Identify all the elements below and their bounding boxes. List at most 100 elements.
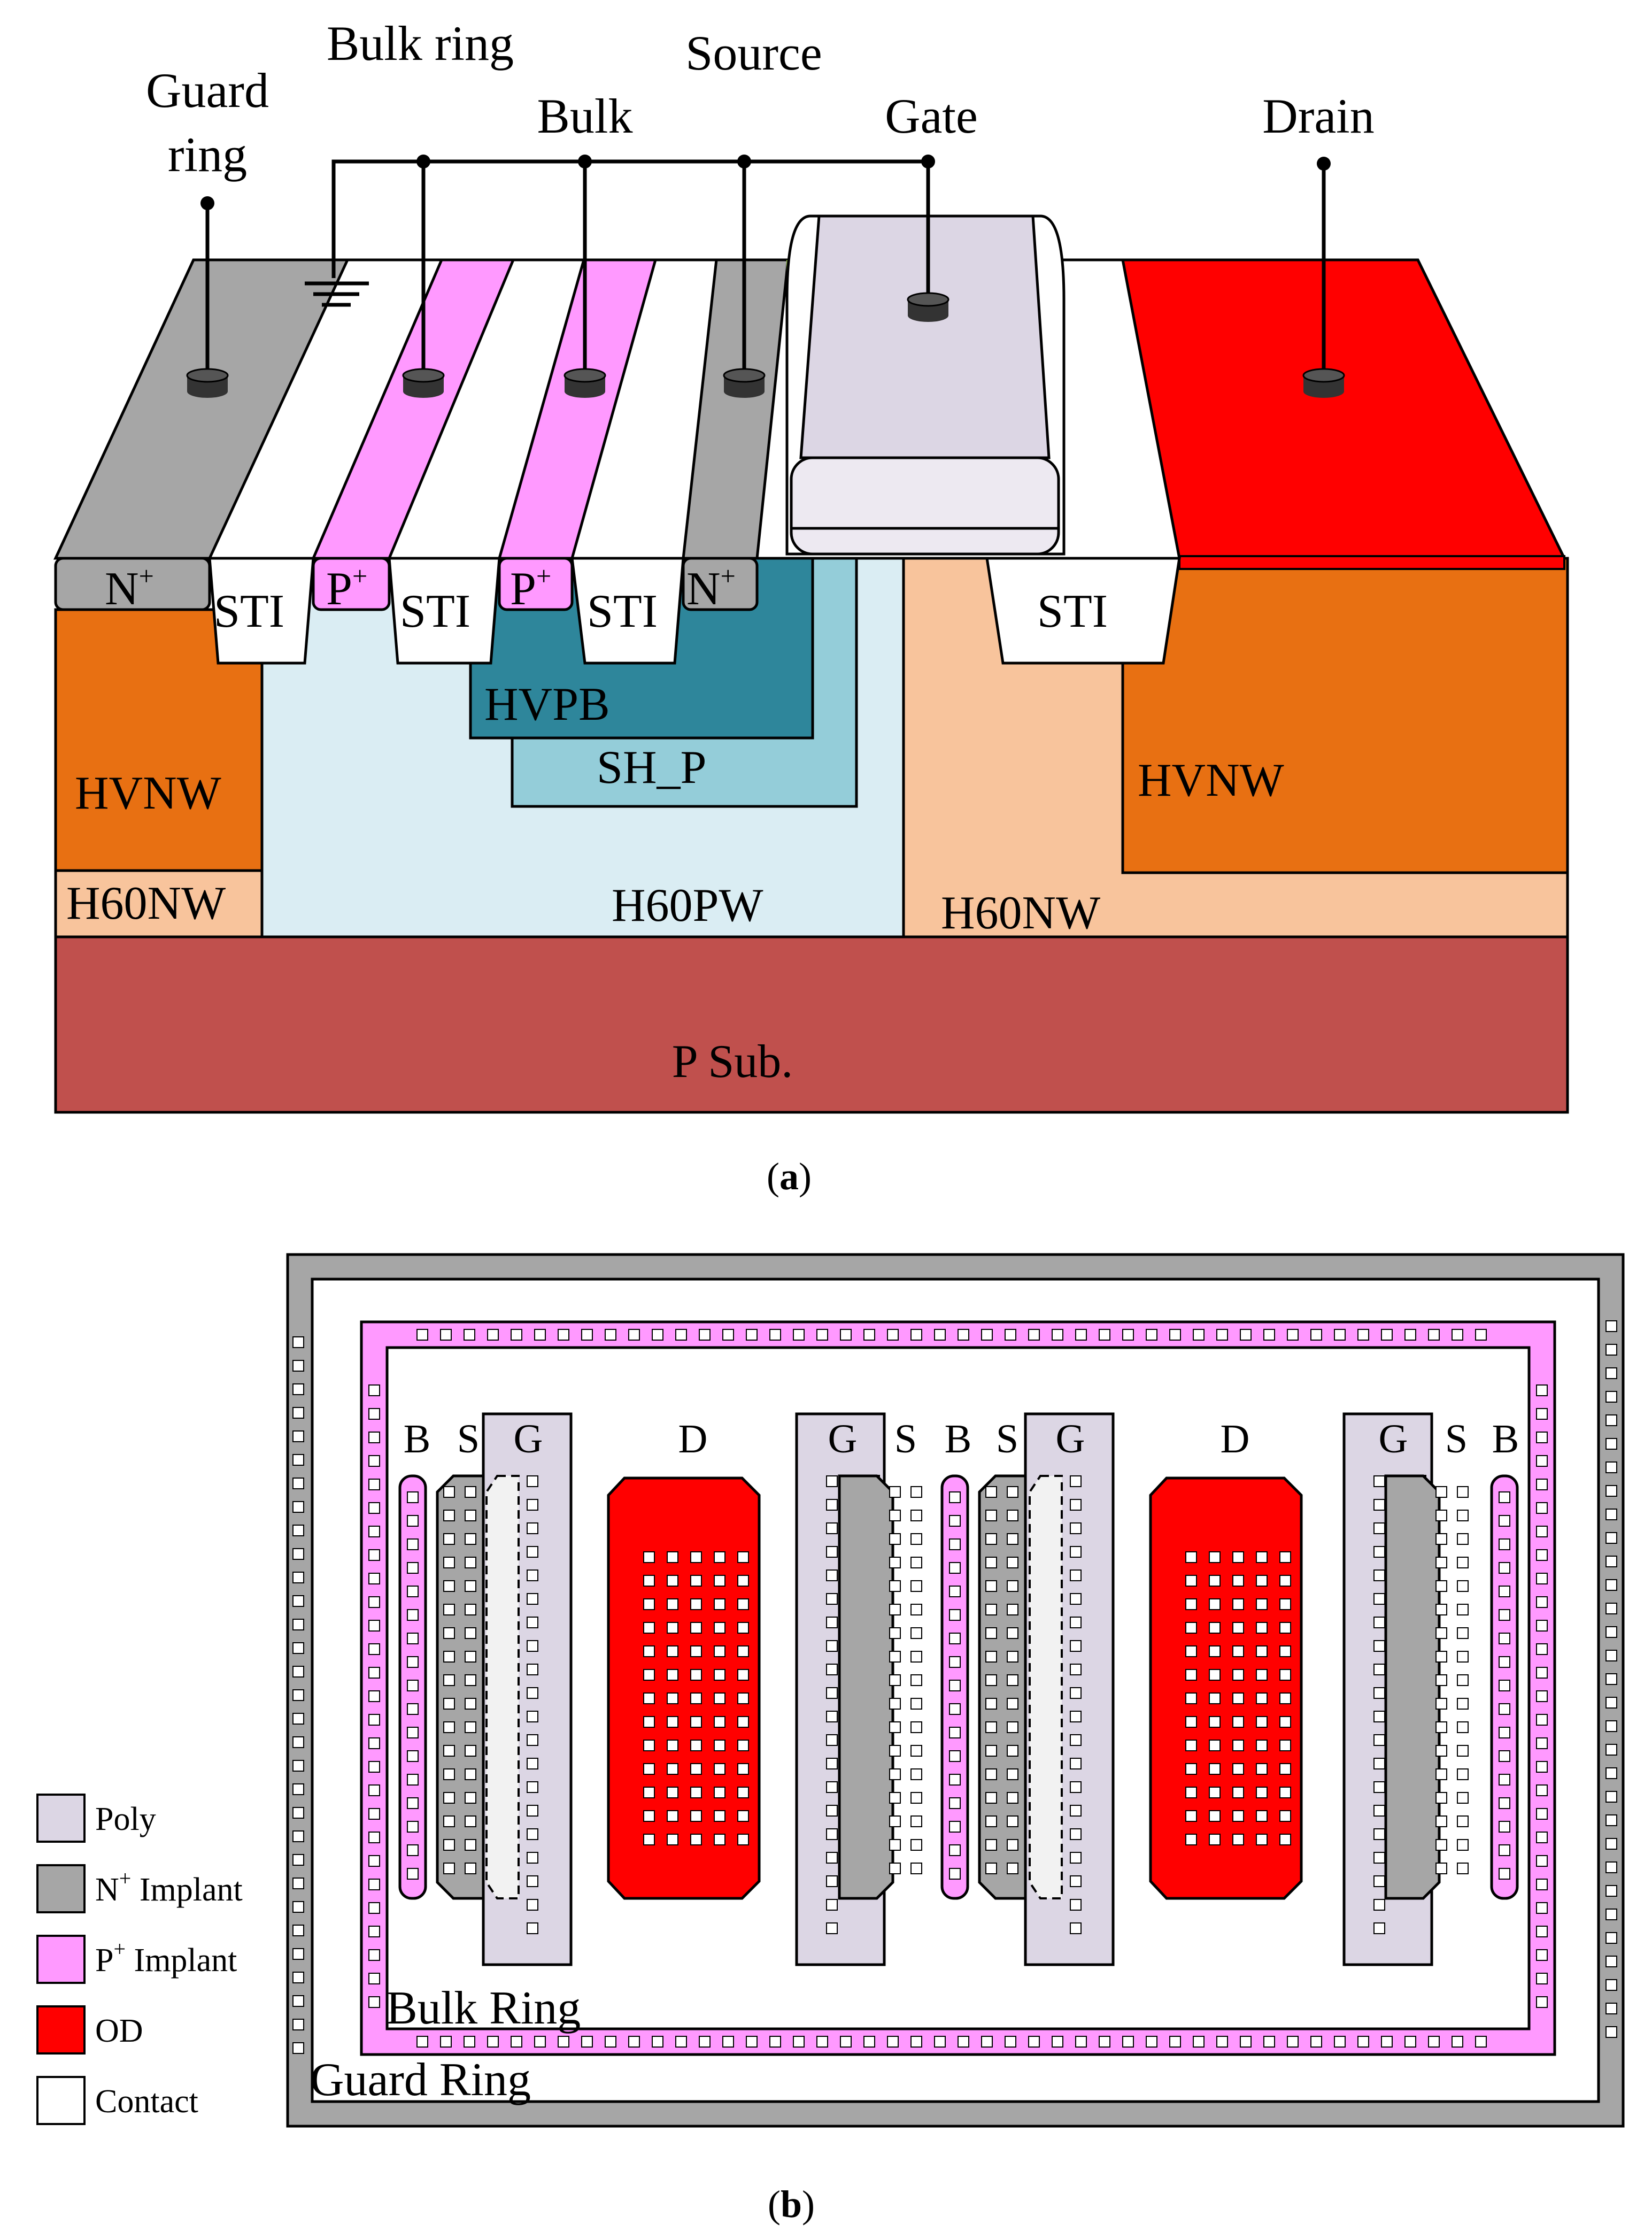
contact bbox=[465, 1721, 476, 1733]
drain-contact bbox=[667, 1740, 678, 1751]
contact bbox=[1499, 1727, 1510, 1738]
contact bbox=[1007, 1721, 1018, 1733]
drain-contact bbox=[1256, 1787, 1268, 1798]
bulk-ring-contact-icon bbox=[402, 368, 445, 398]
guard-contact bbox=[292, 1925, 304, 1936]
contact bbox=[527, 1899, 538, 1911]
drain-contact bbox=[1185, 1575, 1197, 1587]
bulk-ring-contact bbox=[464, 2036, 475, 2048]
contact bbox=[1070, 1922, 1082, 1934]
bulk-ring-contact bbox=[816, 1329, 828, 1341]
guard-contact bbox=[292, 1501, 304, 1513]
column-label: B bbox=[945, 1417, 972, 1461]
contact bbox=[1070, 1475, 1082, 1487]
hvpb-label: HVPB bbox=[484, 679, 610, 730]
drain-contact bbox=[643, 1669, 655, 1681]
drain-contact bbox=[690, 1810, 702, 1822]
contact bbox=[1373, 1852, 1385, 1864]
bulk-ring-contact bbox=[440, 2036, 452, 2048]
drain-contact bbox=[1185, 1810, 1197, 1822]
legend-item-od: OD bbox=[36, 2005, 143, 2055]
contact bbox=[949, 1680, 961, 1691]
bulk-ring-contact bbox=[368, 1455, 380, 1467]
contact bbox=[889, 1792, 901, 1804]
sti-label-2: STI bbox=[400, 586, 470, 637]
guard-contact bbox=[1605, 1579, 1617, 1591]
bulk-ring-contact bbox=[840, 2036, 852, 2048]
source-n-plus bbox=[838, 1474, 894, 1900]
column-label: S bbox=[1445, 1417, 1468, 1461]
drain-contact bbox=[714, 1692, 725, 1704]
contact bbox=[1007, 1839, 1018, 1851]
bulk-ring-contact bbox=[1193, 2036, 1205, 2048]
guard-contact bbox=[1605, 1979, 1617, 1991]
contact bbox=[826, 1546, 838, 1558]
drain-contact bbox=[1185, 1692, 1197, 1704]
bulk-ring-contact bbox=[368, 1832, 380, 1843]
guard-contact bbox=[1605, 1509, 1617, 1520]
contact bbox=[1070, 1593, 1082, 1605]
contact bbox=[443, 1815, 455, 1827]
contact bbox=[1070, 1805, 1082, 1817]
drain-contact bbox=[690, 1834, 702, 1845]
column-label: G bbox=[514, 1417, 543, 1461]
legend-item-poly: Poly bbox=[36, 1794, 156, 1843]
contact bbox=[910, 1815, 922, 1827]
gate-poly-top bbox=[799, 214, 1051, 459]
drain-contact bbox=[714, 1551, 725, 1563]
contact bbox=[1499, 1750, 1510, 1762]
hvnw-left-label: HVNW bbox=[75, 767, 221, 819]
contact bbox=[1457, 1768, 1469, 1780]
drain-contact bbox=[1232, 1692, 1244, 1704]
contact bbox=[1435, 1745, 1447, 1757]
bulk-ring-contact bbox=[887, 2036, 899, 2048]
contact bbox=[1373, 1899, 1385, 1911]
contact bbox=[407, 1633, 419, 1644]
drain-contact bbox=[643, 1575, 655, 1587]
contact bbox=[910, 1674, 922, 1686]
contact bbox=[889, 1674, 901, 1686]
guard-contact bbox=[1605, 1885, 1617, 1897]
bulk-ring-contact bbox=[1263, 2036, 1275, 2048]
drain-contact bbox=[1279, 1810, 1291, 1822]
drain-contact bbox=[690, 1669, 702, 1681]
contact bbox=[949, 1703, 961, 1715]
guard-contact bbox=[1605, 1485, 1617, 1497]
contact bbox=[910, 1627, 922, 1639]
bulk-ring-contact bbox=[581, 1329, 593, 1341]
drain-contact bbox=[1256, 1716, 1268, 1728]
bulk-ring-contact bbox=[1146, 2036, 1157, 2048]
bulk-ring-contact bbox=[1536, 1761, 1548, 1773]
bulk-ring-contact bbox=[769, 2036, 781, 2048]
bulk-label: Bulk bbox=[537, 89, 633, 143]
bulk-ring-contact bbox=[487, 2036, 499, 2048]
bulk-ring-contact bbox=[1536, 1573, 1548, 1584]
contact bbox=[985, 1651, 997, 1663]
contact bbox=[443, 1651, 455, 1663]
column-label: G bbox=[828, 1417, 858, 1461]
drain-contact bbox=[1279, 1669, 1291, 1681]
bulk-ring-contact bbox=[368, 1784, 380, 1796]
contact bbox=[443, 1604, 455, 1615]
contact bbox=[826, 1664, 838, 1675]
bulk-ring-contact bbox=[1536, 1502, 1548, 1514]
contact bbox=[985, 1627, 997, 1639]
guard-contact bbox=[1605, 1344, 1617, 1356]
contact bbox=[1457, 1863, 1469, 1874]
bulk-ring-contact bbox=[652, 1329, 663, 1341]
drain-contact bbox=[643, 1598, 655, 1610]
contact bbox=[527, 1664, 538, 1675]
drain-contact bbox=[1185, 1716, 1197, 1728]
contact bbox=[407, 1586, 419, 1597]
drain-contact bbox=[1256, 1622, 1268, 1634]
contact bbox=[1007, 1486, 1018, 1498]
bulk-ring-contact bbox=[1052, 2036, 1063, 2048]
bulk-ring-contact bbox=[652, 2036, 663, 2048]
contact bbox=[826, 1475, 838, 1487]
bulk-ring-contact bbox=[1240, 2036, 1252, 2048]
drain-contact bbox=[667, 1551, 678, 1563]
bulk-ring-contact bbox=[934, 1329, 946, 1341]
contact bbox=[407, 1797, 419, 1809]
contact bbox=[910, 1839, 922, 1851]
contact bbox=[949, 1656, 961, 1668]
